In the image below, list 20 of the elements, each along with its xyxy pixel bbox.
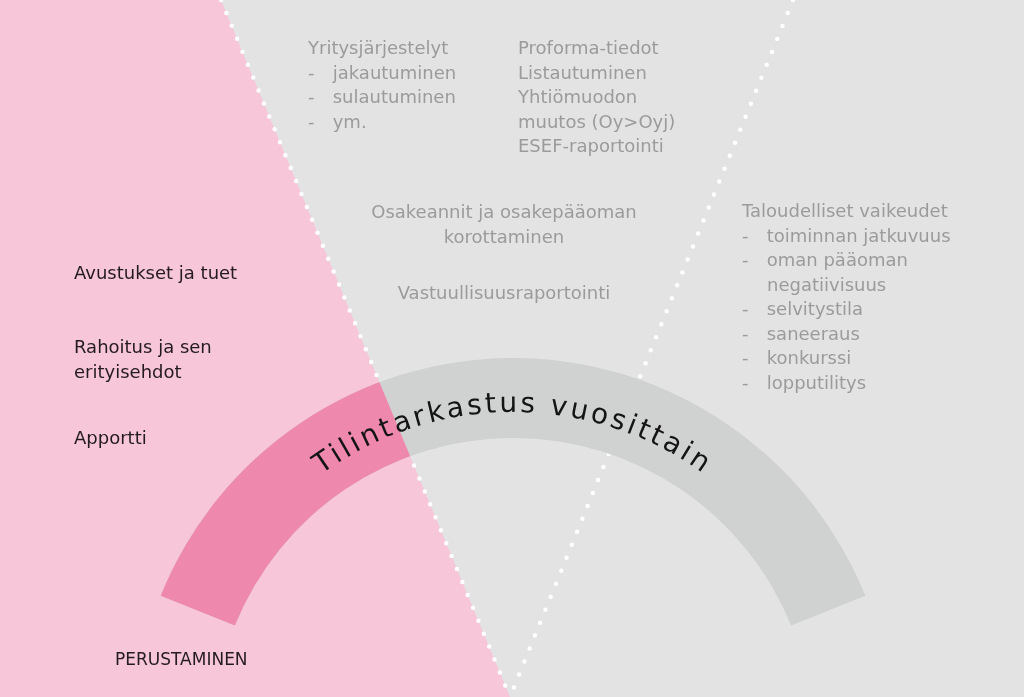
list-item: - toiminnan jatkuvuus [742, 223, 951, 248]
group-heading: Taloudelliset vaikeudet [742, 199, 948, 223]
topic-label: ESEF-raportointi [518, 134, 664, 158]
topic-label: Apportti [74, 426, 147, 450]
topic-label: Osakeannit ja osakepääoman korottaminen [370, 200, 638, 249]
list-item: - sulautuminen [308, 85, 457, 109]
list-item: - lopputilitys [742, 370, 867, 395]
topic-label: Listautuminen [518, 60, 647, 85]
topic-label: Proforma-tiedot [518, 36, 659, 60]
list-item: - jakautuminen [308, 60, 457, 85]
topic-label: Avustukset ja tuet [74, 261, 238, 285]
list-item: - saneeraus [742, 321, 861, 346]
stage-label: PERUSTAMINEN [115, 648, 248, 671]
topic-label: Yhtiömuodon muutos (Oy>Oyj) [518, 85, 677, 134]
list-item: - ym. [308, 109, 367, 134]
list-item: - konkurssi [742, 346, 852, 370]
group-heading: Yritysjärjestelyt [308, 36, 449, 60]
topic-label: Rahoitus ja sen erityisehdot [74, 335, 213, 384]
list-item: - selvitystila [742, 297, 864, 321]
topic-label: Vastuullisuusraportointi [397, 281, 611, 305]
